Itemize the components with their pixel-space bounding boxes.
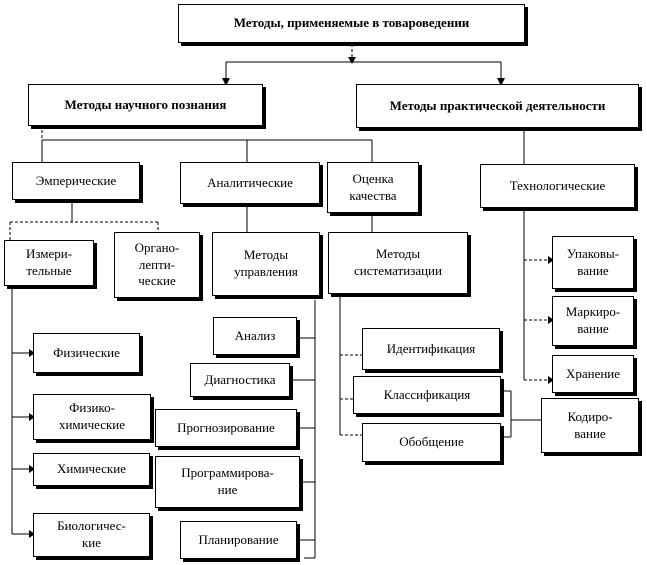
- marking-box: Маркиро- вание: [552, 296, 634, 346]
- classification-box: Классификация: [353, 376, 501, 414]
- empirical-box: Эмперические: [12, 162, 140, 200]
- technological-box: Технологические: [480, 164, 635, 208]
- quality-assessment-box: Оценка качества: [327, 162, 419, 213]
- physical-methods-box: Физические: [33, 333, 140, 373]
- diagram-title: Методы, применяемые в товароведении: [178, 4, 525, 43]
- measuring-box: Измери- тельные: [4, 240, 94, 286]
- diagnostics-box: Диагностика: [190, 363, 290, 397]
- analysis-box: Анализ: [213, 317, 297, 355]
- management-methods-box: Методы управления: [212, 232, 320, 296]
- packaging-box: Упаковы- вание: [552, 236, 634, 289]
- scientific-methods-box: Методы научного познания: [28, 84, 263, 126]
- analytical-box: Аналитические: [180, 162, 320, 204]
- coding-box: Кодиро- вание: [541, 398, 639, 453]
- identification-box: Идентификация: [362, 328, 500, 370]
- planning-box: Планирование: [180, 521, 297, 559]
- generalization-box: Обобщение: [362, 423, 501, 462]
- biological-methods-box: Биологичес- кие: [33, 513, 150, 557]
- chemical-methods-box: Химические: [33, 453, 150, 486]
- systematization-methods-box: Методы систематизации: [328, 232, 468, 294]
- organoleptic-box: Органо- лепти- ческие: [114, 232, 200, 298]
- practical-methods-box: Методы практической деятельности: [356, 84, 639, 128]
- storage-box: Хранение: [552, 355, 634, 393]
- forecasting-box: Прогнозирование: [155, 409, 297, 447]
- physicochemical-methods-box: Физико- химические: [33, 394, 151, 440]
- programming-box: Программирова- ние: [155, 456, 300, 508]
